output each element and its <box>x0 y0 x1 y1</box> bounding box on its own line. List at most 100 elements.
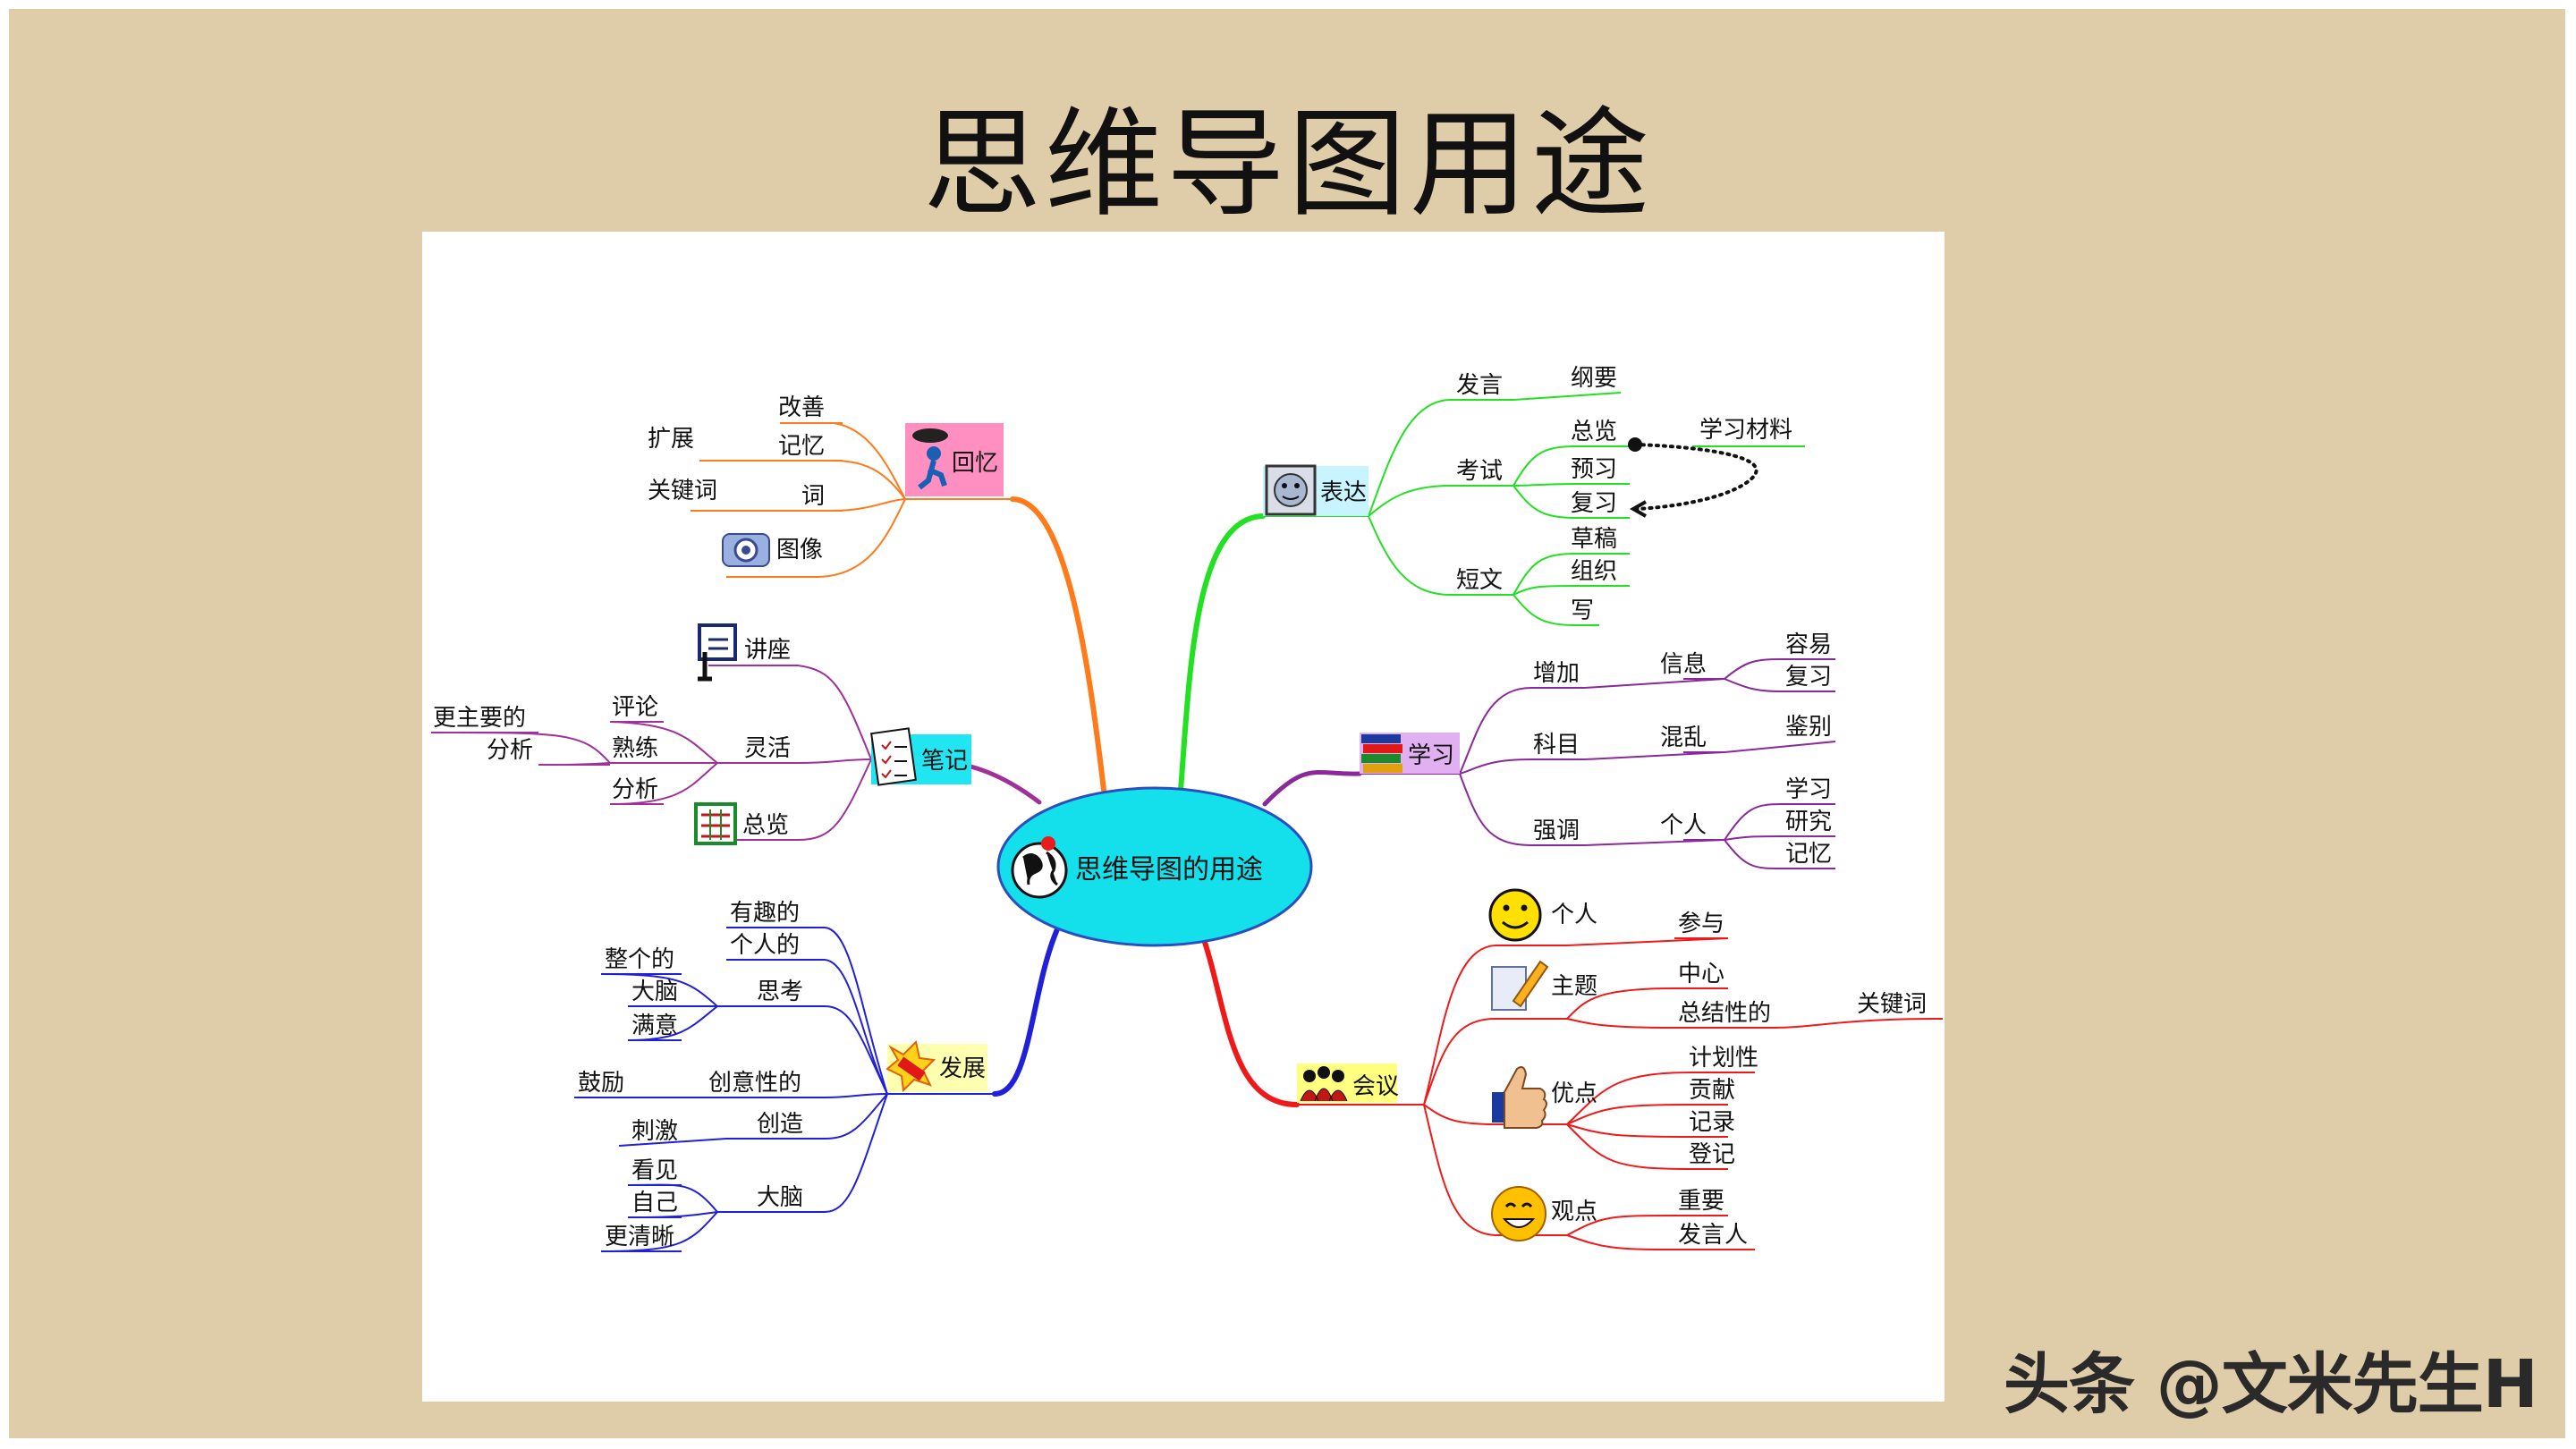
biaoda-items: 发言 纲要 考试 总览 学习材料 预习 复习 短文 草稿 组织 写 <box>1456 365 1792 624</box>
mindmap-svg: 思维导图的用途 回忆 改善 记忆 扩展 词 关键词 图像 <box>430 365 1944 1252</box>
mindmap-canvas: 思维导图的用途 回忆 改善 记忆 扩展 词 关键词 图像 <box>422 232 1945 1402</box>
node-biji-6[interactable]: 分析 <box>612 776 658 803</box>
node-xuexi-4[interactable]: 科目 <box>1533 732 1580 758</box>
node-fazhan-11[interactable]: 自己 <box>631 1190 678 1216</box>
branch-fazhan[interactable]: 发展 <box>886 1040 987 1093</box>
node-fazhan-2[interactable]: 整个的 <box>605 946 674 973</box>
node-fazhan-5[interactable]: 思考 <box>757 979 803 1005</box>
node-fazhan-8[interactable]: 刺激 <box>631 1118 678 1145</box>
camera-icon <box>722 533 770 567</box>
node-biji-5[interactable]: 分析 <box>487 737 533 764</box>
node-xuexi-0[interactable]: 增加 <box>1533 660 1580 687</box>
node-biaoda-8[interactable]: 草稿 <box>1571 526 1617 553</box>
node-biji-7[interactable]: 总览 <box>742 812 789 839</box>
lectern-icon <box>698 623 737 682</box>
globe-icon <box>1011 836 1068 899</box>
node-xuexi-5[interactable]: 混乱 <box>1660 724 1707 751</box>
grid-icon <box>694 802 737 845</box>
node-biji-1[interactable]: 评论 <box>612 694 658 721</box>
node-xuexi-2[interactable]: 容易 <box>1785 631 1832 658</box>
node-fazhan-4[interactable]: 满意 <box>631 1013 678 1039</box>
branch-biaoda[interactable]: 表达 <box>1263 464 1368 516</box>
node-huiyi2-13[interactable]: 发言人 <box>1678 1222 1748 1249</box>
node-fazhan-7[interactable]: 创意性的 <box>708 1070 801 1097</box>
node-biaoda-3[interactable]: 总览 <box>1571 419 1617 445</box>
node-huiyi2-5[interactable]: 关键词 <box>1857 991 1927 1018</box>
branch-line-xuexi <box>1262 769 1362 807</box>
biji-lines <box>430 665 872 841</box>
branch-label-biji: 笔记 <box>921 748 968 775</box>
node-xuexi-8[interactable]: 个人 <box>1660 812 1707 839</box>
node-fazhan-10[interactable]: 看见 <box>631 1157 678 1184</box>
branch-huiyi2[interactable]: 会议 <box>1297 1063 1399 1103</box>
node-xuexi-11[interactable]: 记忆 <box>1785 841 1832 868</box>
node-biaoda-6[interactable]: 复习 <box>1571 490 1617 517</box>
node-fazhan-9[interactable]: 创造 <box>757 1111 803 1138</box>
node-xuexi-3[interactable]: 复习 <box>1785 664 1832 691</box>
node-huiyi2-3[interactable]: 中心 <box>1678 961 1724 987</box>
node-huiyi2-1[interactable]: 参与 <box>1678 911 1724 937</box>
biji-items: 讲座 评论 熟练 灵活 更主要的 分析 分析 总览 <box>433 637 791 839</box>
branch-biji[interactable]: 笔记 <box>870 727 971 786</box>
branch-line-huiyi2 <box>1198 927 1300 1107</box>
node-huiyi-0[interactable]: 改善 <box>778 394 825 421</box>
node-xuexi-10[interactable]: 研究 <box>1785 809 1832 835</box>
node-huiyi2-10[interactable]: 登记 <box>1689 1141 1735 1168</box>
node-biji-2[interactable]: 熟练 <box>612 735 658 762</box>
main-branches <box>911 496 1362 1107</box>
laughing-smiley-icon <box>1491 1186 1546 1241</box>
node-biji-4[interactable]: 更主要的 <box>433 705 526 732</box>
node-huiyi2-9[interactable]: 记录 <box>1689 1109 1735 1136</box>
node-fazhan-6[interactable]: 鼓励 <box>578 1070 624 1097</box>
node-fazhan-3[interactable]: 大脑 <box>631 979 678 1005</box>
center-node[interactable]: 思维导图的用途 <box>996 786 1313 947</box>
storm-person-icon <box>912 428 948 490</box>
node-biaoda-2[interactable]: 考试 <box>1456 458 1503 485</box>
node-biaoda-9[interactable]: 组织 <box>1571 558 1617 585</box>
node-xuexi-7[interactable]: 强调 <box>1533 818 1580 844</box>
node-fazhan-12[interactable]: 更清晰 <box>605 1224 674 1250</box>
node-huiyi2-7[interactable]: 计划性 <box>1689 1045 1758 1072</box>
node-huiyi2-6[interactable]: 优点 <box>1551 1080 1597 1107</box>
node-xuexi-6[interactable]: 鉴别 <box>1785 714 1832 741</box>
node-biaoda-0[interactable]: 发言 <box>1456 372 1503 399</box>
branch-label-biaoda: 表达 <box>1320 479 1367 506</box>
fazhan-lines <box>574 927 995 1252</box>
fazhan-items: 有趣的 个人的 整个的 大脑 满意 思考 鼓励 创意性的 刺激 创造 看见 自己… <box>578 900 803 1250</box>
page-title: 思维导图用途 <box>923 96 1653 233</box>
branch-label-huiyi2: 会议 <box>1352 1073 1399 1100</box>
node-huiyi2-2[interactable]: 主题 <box>1551 973 1597 1000</box>
node-fazhan-0[interactable]: 有趣的 <box>730 900 800 927</box>
paper-pencil-icon <box>1491 960 1549 1011</box>
node-huiyi-5[interactable]: 图像 <box>776 537 823 564</box>
branch-label-fazhan: 发展 <box>939 1055 986 1082</box>
branch-xuexi[interactable]: 学习 <box>1360 733 1460 774</box>
node-biji-0[interactable]: 讲座 <box>744 637 791 664</box>
node-biaoda-5[interactable]: 预习 <box>1571 456 1617 483</box>
branch-line-huiyi <box>1010 496 1106 792</box>
node-huiyi2-12[interactable]: 重要 <box>1678 1188 1724 1215</box>
node-biaoda-7[interactable]: 短文 <box>1456 567 1503 594</box>
node-huiyi-1[interactable]: 记忆 <box>778 433 825 460</box>
xuexi-items: 增加 信息 容易 复习 科目 混乱 鉴别 强调 个人 学习 研究 记忆 <box>1533 631 1832 868</box>
node-huiyi-4[interactable]: 关键词 <box>648 478 717 504</box>
node-huiyi2-4[interactable]: 总结性的 <box>1678 1000 1771 1027</box>
node-fazhan-1[interactable]: 个人的 <box>730 932 800 959</box>
node-huiyi2-0[interactable]: 个人 <box>1551 902 1597 928</box>
node-huiyi2-8[interactable]: 贡献 <box>1689 1077 1735 1104</box>
node-biaoda-1[interactable]: 纲要 <box>1571 365 1617 392</box>
node-huiyi-3[interactable]: 词 <box>801 483 825 510</box>
node-fazhan-13[interactable]: 大脑 <box>757 1184 803 1211</box>
node-biaoda-10[interactable]: 写 <box>1571 597 1594 624</box>
node-xuexi-9[interactable]: 学习 <box>1785 776 1832 803</box>
node-huiyi2-11[interactable]: 观点 <box>1551 1199 1597 1225</box>
node-biaoda-4[interactable]: 学习材料 <box>1699 417 1792 444</box>
node-xuexi-1[interactable]: 信息 <box>1660 651 1707 678</box>
dotted-arrow <box>1628 437 1758 518</box>
node-biji-3[interactable]: 灵活 <box>744 735 791 762</box>
huiyi2-lines <box>1297 937 1944 1250</box>
node-huiyi-2[interactable]: 扩展 <box>648 426 694 453</box>
center-label: 思维导图的用途 <box>1075 854 1263 886</box>
books-icon <box>1361 734 1402 773</box>
branch-huiyi[interactable]: 回忆 <box>905 423 1004 496</box>
